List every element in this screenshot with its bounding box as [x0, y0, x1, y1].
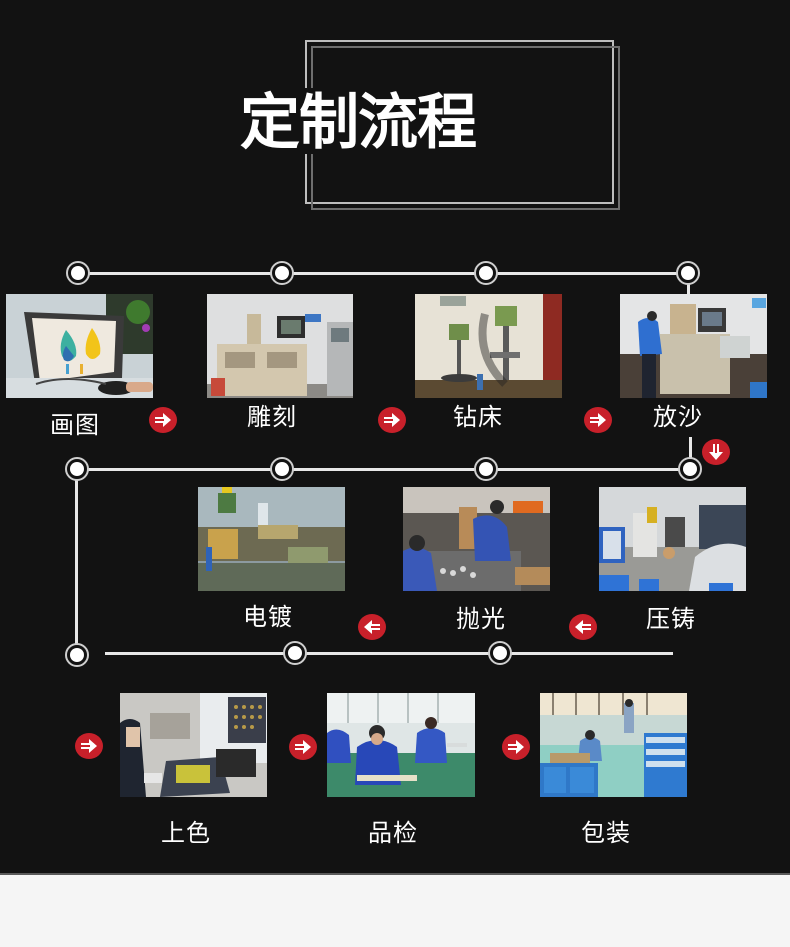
timeline-node — [474, 457, 498, 481]
step-label-3: 钻床 — [453, 403, 503, 431]
step-photo-inspection — [327, 693, 475, 797]
title-frame-gap — [300, 88, 314, 154]
step-label-7: 电镀 — [243, 603, 293, 631]
row2-timeline — [76, 468, 691, 471]
timeline-node — [474, 261, 498, 285]
timeline-node — [676, 261, 700, 285]
right-arrow-icon — [289, 734, 317, 760]
down-arrow-icon — [702, 439, 730, 465]
timeline-node — [283, 641, 307, 665]
right-arrow-icon — [149, 407, 177, 433]
step-photo-die-casting — [599, 487, 746, 591]
step-label-5: 压铸 — [646, 605, 696, 633]
timeline-node — [66, 261, 90, 285]
step-photo-electroplating — [198, 487, 345, 591]
step-label-4: 放沙 — [653, 403, 703, 431]
step-photo-polishing — [403, 487, 550, 591]
step-photo-coloring — [120, 693, 267, 797]
step-label-10: 包装 — [581, 819, 631, 847]
left-arrow-icon — [358, 614, 386, 640]
right-arrow-icon — [584, 407, 612, 433]
step-label-2: 雕刻 — [247, 403, 297, 431]
page-title: 定制流程 — [240, 88, 477, 158]
row1-to-row2-connector-lower — [689, 437, 692, 469]
step-label-6: 抛光 — [456, 605, 506, 633]
right-arrow-icon — [75, 733, 103, 759]
row1-timeline — [78, 272, 690, 275]
step-photo-sand-machine — [620, 294, 767, 398]
timeline-node — [270, 457, 294, 481]
row3-timeline — [105, 652, 673, 655]
row2-to-row3-connector — [75, 469, 78, 655]
step-photo-engraving — [207, 294, 353, 398]
page-footer-blank — [0, 877, 790, 947]
timeline-node — [65, 643, 89, 667]
timeline-node — [678, 457, 702, 481]
timeline-node — [488, 641, 512, 665]
step-label-1: 画图 — [50, 411, 100, 439]
process-flow-panel: 定制流程 — [0, 0, 790, 875]
timeline-node — [270, 261, 294, 285]
step-label-8: 上色 — [161, 819, 211, 847]
timeline-node — [65, 457, 89, 481]
left-arrow-icon — [569, 614, 597, 640]
step-photo-packing — [540, 693, 687, 797]
right-arrow-icon — [378, 407, 406, 433]
step-photo-drawing — [6, 294, 153, 398]
right-arrow-icon — [502, 734, 530, 760]
step-label-9: 品检 — [368, 819, 418, 847]
step-photo-drill-press — [415, 294, 562, 398]
